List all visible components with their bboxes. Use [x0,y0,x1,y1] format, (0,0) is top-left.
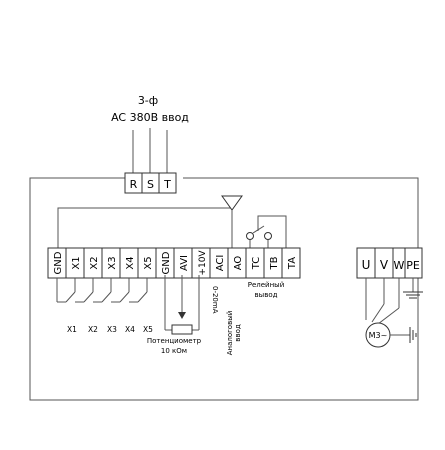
motor-label: M3~ [369,331,388,340]
terminal-r: R [130,178,138,191]
control-terminal: GND [47,247,67,279]
control-terminal: X3 [101,247,121,279]
switch-contact [119,291,130,303]
switch-label-x2: X2 [88,325,98,334]
switch-contact [101,291,112,303]
control-terminal-label: AVI [179,255,190,271]
control-terminal-label: X4 [125,256,136,269]
control-terminal-label: GND [53,251,64,274]
switch-label-x3: X3 [107,325,117,334]
switch-label-x5: X5 [143,325,153,334]
control-terminal-label: ACI [215,255,226,272]
control-terminal-label: GND [161,251,172,274]
motor-terminal-w: W [394,259,405,272]
potentiometer-value: 10 кОм [161,347,187,355]
motor-terminal-v: V [380,258,389,272]
control-terminal: TB [263,247,283,279]
control-terminal: GND [155,247,175,279]
control-terminal: +10V [191,247,211,279]
switch-contact [65,291,76,303]
supply-voltage-label: AC 380B ввод [111,111,189,124]
relay-output-label-2: вывод [255,291,278,299]
motor-icon: M3~ [365,322,417,348]
control-terminal: X5 [137,247,157,279]
motor-terminal-u: U [362,258,371,272]
supply-phase-label: 3-ф [138,94,158,107]
switch-label-x4: X4 [125,325,135,334]
motor-terminal-pe: PE [406,259,420,272]
control-terminal: ACI [209,247,229,279]
control-terminal-label: X5 [143,256,154,269]
switch-contact [83,291,94,303]
potentiometer-label: Потенциометр [147,337,202,345]
antenna-icon [221,195,243,248]
drive-outline [29,177,419,401]
control-terminal: X2 [83,247,103,279]
control-terminal-label: X2 [89,256,100,269]
switch-contact [137,291,148,303]
switch-label-x1: X1 [67,325,77,334]
terminal-t: T [163,178,171,191]
analog-input-label: Аналоговый [226,311,234,356]
analog-range-label: 0-20mA [211,286,219,314]
control-terminal: X4 [119,247,139,279]
control-terminal: AVI [173,247,193,279]
analog-input-label-2: ввод [234,324,242,342]
supply-wires [132,128,168,173]
control-terminal: X1 [65,247,85,279]
control-terminal-label: +10V [198,250,208,276]
switch-labels: X1 X2 X3 X4 X5 [67,325,153,334]
relay-output-label: Релейный [248,281,285,289]
relay-contacts [246,215,287,248]
control-terminal-label: X3 [107,256,118,269]
control-terminal-label: X1 [71,256,82,269]
control-loop-wire [57,207,233,248]
control-terminal: TC [245,247,265,279]
motor-wires [365,278,423,325]
motor-terminal-block: U V W PE [356,247,423,279]
control-terminal: AO [227,247,247,279]
potentiometer-icon [164,275,200,335]
control-terminal-label: TC [251,257,262,271]
control-terminal: TA [281,247,301,279]
control-terminal-strip: GND X1 X2 X3 X4 X5 GND AVI +10V ACI AO TC TB TA [47,247,301,279]
input-switches [56,278,148,303]
control-terminal-label: TB [269,256,280,270]
supply-terminal-block: R S T [124,172,177,194]
control-terminal-label: TA [287,257,298,270]
terminal-s: S [147,178,154,191]
control-terminal-label: AO [233,256,244,271]
